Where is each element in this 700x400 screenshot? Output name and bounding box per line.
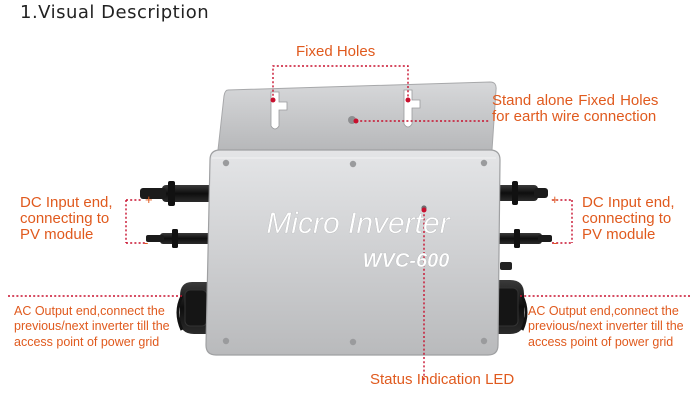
mounting-bracket xyxy=(217,81,497,151)
ac-connector-left xyxy=(176,282,210,334)
label-stand-alone-holes: Stand alone Fixed Holes for earth wire c… xyxy=(492,93,658,125)
label-dc-left-line1: DC Input end, xyxy=(20,194,113,211)
device-model-text: WVC-600 xyxy=(363,250,450,272)
label-ac-left-line1: AC Output end,connect the xyxy=(14,304,165,318)
screw xyxy=(349,338,357,346)
label-ac-left-line3: access point of power grid xyxy=(14,334,160,349)
screw xyxy=(480,337,488,345)
label-ac-right-line3: access point of power grid xyxy=(528,334,674,349)
dc-right-minus: - xyxy=(553,235,557,250)
dc-right-plus: + xyxy=(551,192,559,207)
label-ac-output-right: AC Output end,connect the previous/next … xyxy=(528,304,684,350)
label-ac-output-left: AC Output end,connect the previous/next … xyxy=(14,304,170,350)
label-dc-right-line1: DC Input end, xyxy=(582,194,675,211)
screw xyxy=(222,337,230,345)
inverter-body xyxy=(205,149,501,356)
label-status-led: Status Indication LED xyxy=(370,371,515,388)
label-ac-left-line2: previous/next inverter till the xyxy=(14,319,170,334)
label-dc-right-line3: PV module xyxy=(582,225,656,243)
label-dc-input-right: DC Input end, connecting to PV module xyxy=(582,195,675,242)
dc-left-minus: - xyxy=(144,235,148,250)
device-brand-text: Micro Inverter xyxy=(266,207,450,240)
dc-connectors-right xyxy=(490,181,552,270)
leader-dots xyxy=(270,97,427,213)
dc-left-plus: + xyxy=(145,192,153,207)
screw xyxy=(222,159,230,167)
label-stand-alone-line2: for earth wire connection xyxy=(492,107,657,125)
label-dc-left-line3: PV module xyxy=(20,225,94,243)
label-fixed-holes: Fixed Holes xyxy=(296,43,376,60)
label-dc-right-line2: connecting to xyxy=(582,209,672,227)
label-stand-alone-line1: Stand alone Fixed Holes xyxy=(492,92,659,109)
dc-connectors-left xyxy=(140,181,214,248)
label-ac-right-line1: AC Output end,connect the xyxy=(528,304,679,318)
section-title: 1.Visual Description xyxy=(20,2,210,23)
screw xyxy=(349,160,357,168)
label-ac-right-line2: previous/next inverter till the xyxy=(528,319,684,334)
label-dc-input-left: DC Input end, connecting to PV module xyxy=(20,195,113,242)
screw xyxy=(480,159,488,167)
leader-fixed-holes xyxy=(272,65,409,100)
label-dc-left-line2: connecting to xyxy=(20,209,110,227)
leader-lines xyxy=(8,65,692,380)
